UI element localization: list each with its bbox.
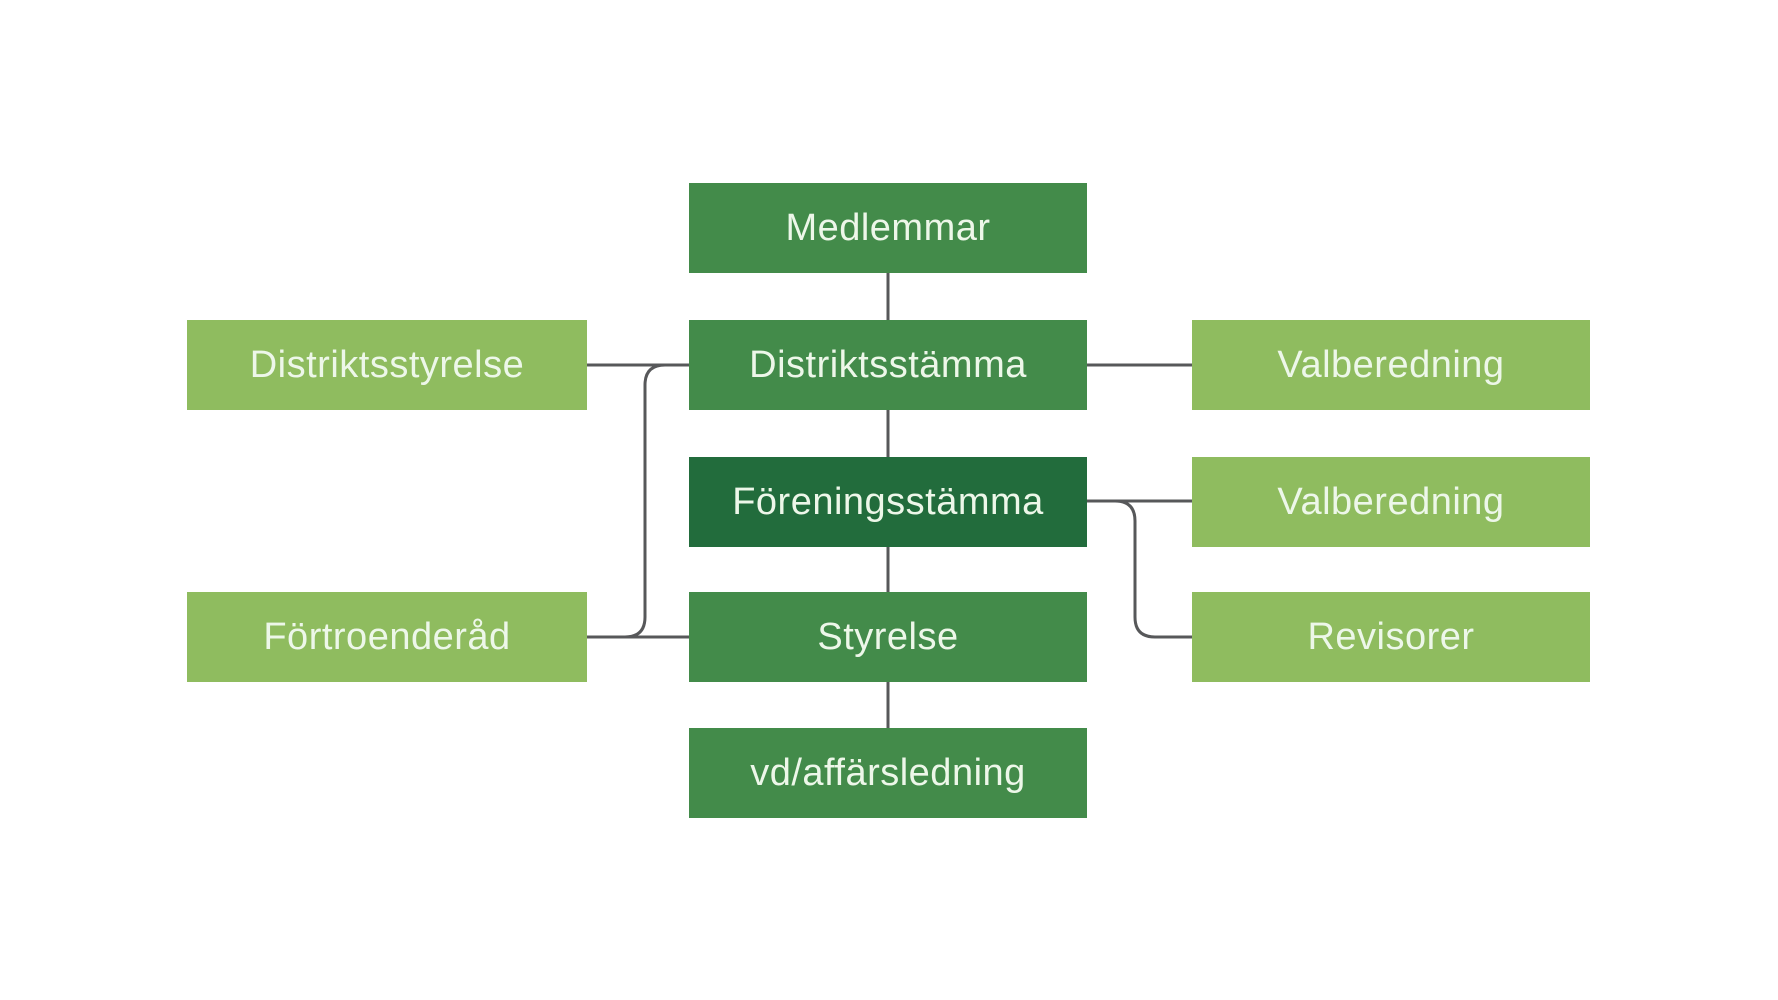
node-vd-affarsledning-label: vd/affärsledning: [750, 751, 1026, 794]
node-distriktsstamma-label: Distriktsstämma: [749, 343, 1027, 386]
node-distriktsstyrelse: Distriktsstyrelse: [187, 320, 587, 410]
node-fortroenderad: Förtroenderåd: [187, 592, 587, 682]
node-styrelse: Styrelse: [689, 592, 1087, 682]
node-valberedning-distrikt: Valberedning: [1192, 320, 1590, 410]
node-fortroenderad-label: Förtroenderåd: [263, 615, 511, 658]
node-valberedning-forening: Valberedning: [1192, 457, 1590, 547]
node-revisorer: Revisorer: [1192, 592, 1590, 682]
node-valberedning-forening-label: Valberedning: [1277, 480, 1505, 523]
node-revisorer-label: Revisorer: [1307, 615, 1475, 658]
node-foreningsstamma-label: Föreningsstämma: [732, 480, 1044, 523]
node-valberedning-distrikt-label: Valberedning: [1277, 343, 1505, 386]
edge-distriktsstamma-fortroenderad-branch: [624, 363, 666, 639]
node-medlemmar: Medlemmar: [689, 183, 1087, 273]
node-distriktsstamma: Distriktsstämma: [689, 320, 1087, 410]
node-vd-affarsledning: vd/affärsledning: [689, 728, 1087, 818]
node-distriktsstyrelse-label: Distriktsstyrelse: [249, 343, 525, 386]
node-styrelse-label: Styrelse: [817, 615, 959, 658]
node-foreningsstamma: Föreningsstämma: [689, 457, 1087, 547]
edge-foreningsstamma-revisorer-branch: [1114, 499, 1192, 639]
node-medlemmar-label: Medlemmar: [785, 206, 991, 249]
